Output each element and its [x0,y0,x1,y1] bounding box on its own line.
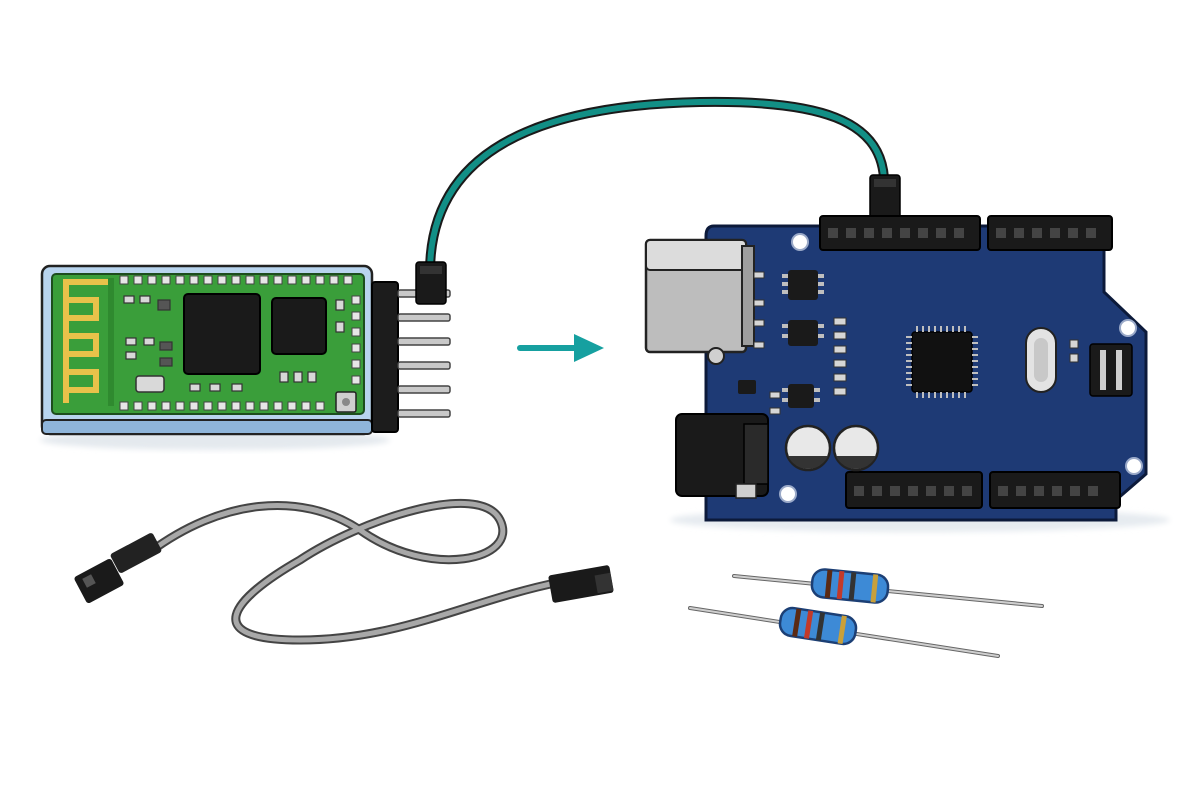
resistor-2 [688,606,1000,658]
bt-crystal [135,375,165,393]
mcu-capacitors [784,424,880,472]
mcu-main-chip [906,326,978,398]
mcu-header-bottom [845,471,1121,509]
mcu-smd-components [753,271,1079,415]
bt-pins [397,289,451,418]
mcu-icsp-header [1089,343,1133,397]
loose-jumper-wire [74,498,614,645]
bt-antenna [63,279,109,403]
bluetooth-module [40,264,451,450]
bt-smd-components [123,295,345,392]
mcu-small-ics [738,270,818,408]
mcu-mounting-holes [779,233,1143,503]
bt-pin-header [371,281,399,433]
bt-edge-pads-bottom [119,401,325,411]
mcu-header-top [819,215,1113,251]
gray-wire-connector-right [548,565,614,603]
bt-edge-pads-top [119,275,353,285]
bt-flash-chip [271,297,327,355]
mcu-power-jack [675,413,769,499]
mcu-usb-connector [644,238,755,365]
resistor-1 [732,568,1044,608]
arrow-right-icon [517,334,604,362]
gray-wire-connector-left [74,533,162,604]
microcontroller-board [644,215,1170,532]
bt-edge-pads-right [351,295,361,385]
bt-main-chip [183,293,261,375]
